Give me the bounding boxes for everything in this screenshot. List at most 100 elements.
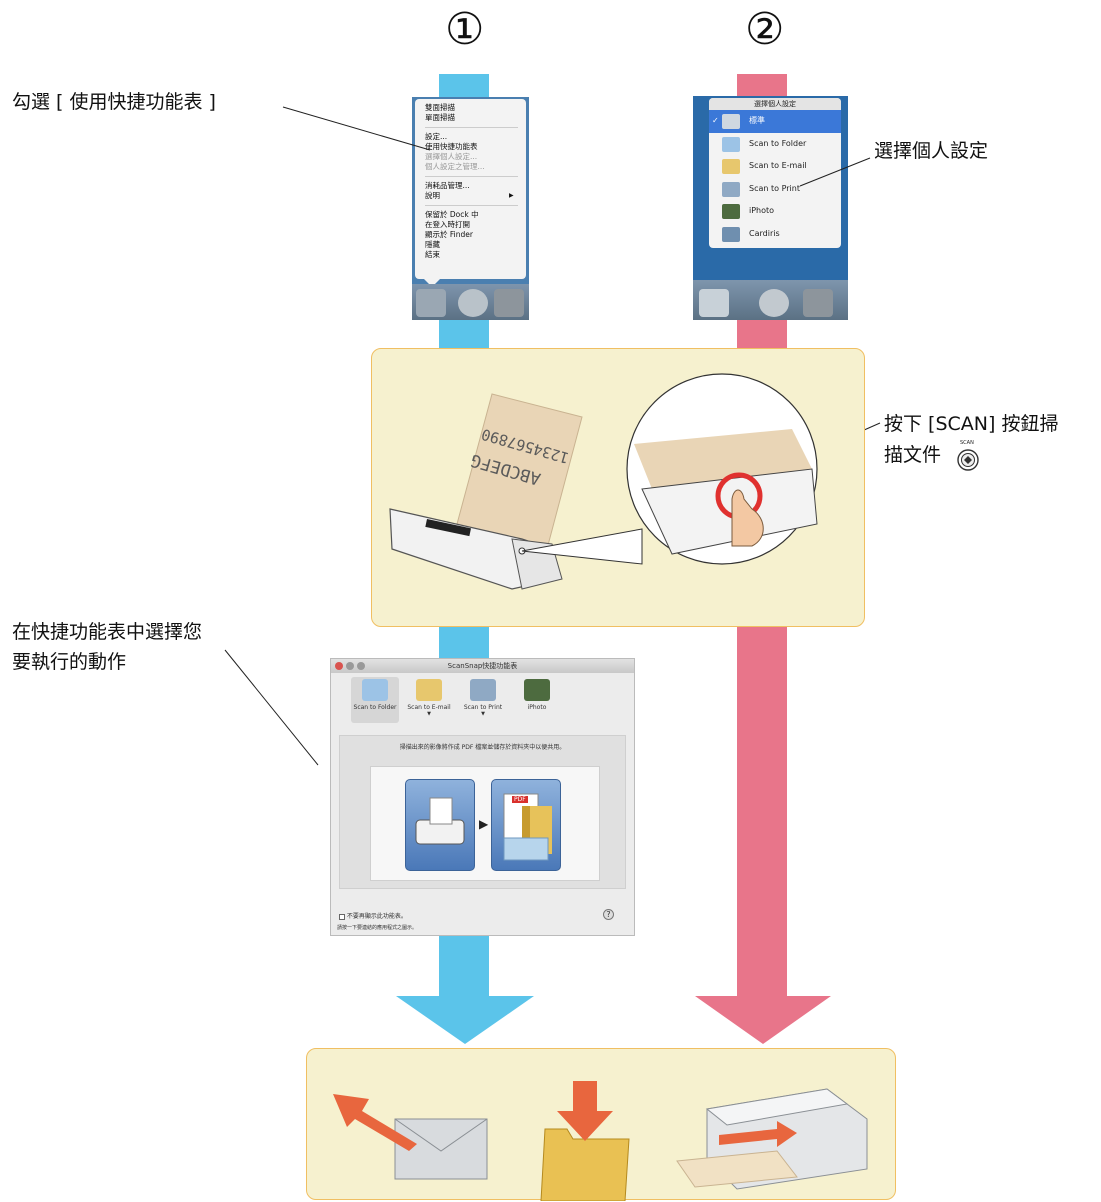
blue-flow-bar-bottom <box>439 936 489 1000</box>
scansnap-dock-icon[interactable] <box>416 289 446 317</box>
window-title: ScanSnap快捷功能表 <box>447 662 518 670</box>
profile-item-standard[interactable]: ✓ 標準 <box>709 110 841 133</box>
help-button[interactable]: ? <box>603 909 614 920</box>
app-iphoto[interactable]: iPhoto <box>513 677 561 723</box>
submenu-arrow-icon: ▶ <box>509 192 514 199</box>
dock-bar <box>412 284 529 320</box>
menu-item-keep-in-dock[interactable]: 保留於 Dock 中 <box>425 210 479 219</box>
menu-separator <box>425 172 518 177</box>
press-scan-label-line1: 按下 [SCAN] 按鈕掃 <box>884 413 1059 435</box>
context-menu: 雙面掃描 單面掃描 設定... ✓ 使用快捷功能表 選擇個人設定... 個人設定… <box>415 99 526 279</box>
dont-show-checkbox-row[interactable]: 不要再顯示此功能表。 <box>339 911 407 920</box>
trash-dock-icon[interactable] <box>803 289 833 317</box>
close-button[interactable] <box>335 662 343 670</box>
profile-item-label: 標準 <box>749 116 765 125</box>
mail-dock-icon[interactable] <box>458 289 488 317</box>
scansnap-dock-icon[interactable] <box>699 289 729 317</box>
menu-item-settings[interactable]: 設定... <box>425 132 448 141</box>
blue-flow-bar-mid <box>439 626 489 658</box>
blue-down-arrow-icon <box>396 996 534 1044</box>
preview-area: ▶ PDF <box>370 766 600 881</box>
email-output-icon <box>333 1094 488 1180</box>
check-quick-menu-label: 勾選 [ 使用快捷功能表 ] <box>12 91 216 113</box>
standard-profile-icon <box>722 114 740 129</box>
app-label: iPhoto <box>527 704 547 711</box>
zoom-button[interactable] <box>357 662 365 670</box>
app-label: Scan to Folder <box>353 704 397 711</box>
profile-item-label: Scan to Folder <box>749 138 807 148</box>
scan-button-icon <box>957 449 979 471</box>
menu-item-duplex-scan[interactable]: 雙面掃描 <box>425 103 455 112</box>
description-text: 掃描出來的影像將作成 PDF 檔案並儲存於資料夾中以便共用。 <box>399 744 566 751</box>
email-icon <box>416 679 442 701</box>
profile-menu-title: 選擇個人設定 <box>709 98 841 110</box>
scanner-tile <box>405 779 475 871</box>
menu-item-manage-profiles[interactable]: 個人設定之管理... <box>425 162 485 171</box>
select-action-label-line2: 要執行的動作 <box>12 651 127 673</box>
pink-down-arrow-icon <box>695 996 831 1044</box>
select-profile-label: 選擇個人設定 <box>874 140 989 162</box>
profile-item-cardiris[interactable]: Cardiris <box>709 223 841 246</box>
menu-item-show-in-finder[interactable]: 顯示於 Finder <box>425 230 473 239</box>
checkmark-icon: ✓ <box>712 116 719 125</box>
dont-show-label: 不要再顯示此功能表。 <box>346 913 407 920</box>
minimize-button[interactable] <box>346 662 354 670</box>
mail-dock-icon[interactable] <box>759 289 789 317</box>
pdf-badge: PDF <box>512 796 528 803</box>
email-icon <box>722 159 740 174</box>
profile-item-label: Scan to E-mail <box>749 161 807 170</box>
profile-item-scan-to-email[interactable]: Scan to E-mail <box>709 155 841 178</box>
menu-separator <box>425 123 518 128</box>
menu-pointer <box>424 279 440 287</box>
app-label: Scan to E-mail <box>407 704 451 711</box>
menu-item-simplex-scan[interactable]: 單面掃描 <box>425 113 455 122</box>
folder-icon <box>362 679 388 701</box>
iphoto-icon <box>722 204 740 219</box>
menu-item-use-quick-menu[interactable]: ✓ 使用快捷功能表 <box>425 142 526 152</box>
dropdown-arrow-icon[interactable]: ▼ <box>481 711 485 717</box>
scan-button-icon-label: SCAN <box>960 440 974 446</box>
app-scan-to-folder[interactable]: Scan to Folder <box>351 677 399 723</box>
printer-icon <box>470 679 496 701</box>
folder-icon <box>722 136 740 152</box>
scanner-illustration-box: 1234567890 ABCDEFG <box>371 348 865 627</box>
menu-item-hide[interactable]: 隱藏 <box>425 240 440 249</box>
profile-item-label: iPhoto <box>749 206 775 215</box>
scansnap-quick-menu-window: ScanSnap快捷功能表 Scan to Folder Scan to E-m… <box>330 658 635 936</box>
profile-item-iphoto[interactable]: iPhoto <box>709 200 841 223</box>
menu-item-help-label: 說明 <box>425 191 440 200</box>
pdf-folder-icon <box>503 793 552 861</box>
printer-output-icon <box>676 1088 868 1190</box>
menu-item-use-quick-menu-label: 使用快捷功能表 <box>425 142 478 151</box>
description-panel: 掃描出來的影像將作成 PDF 檔案並儲存於資料夾中以便共用。 ▶ PDF <box>339 735 626 889</box>
profile-item-label: Cardiris <box>749 228 780 238</box>
app-scan-to-email[interactable]: Scan to E-mail ▼ <box>405 677 453 723</box>
app-scan-to-print[interactable]: Scan to Print ▼ <box>459 677 507 723</box>
menu-item-help[interactable]: 說明 ▶ <box>425 191 526 201</box>
menu-item-select-profile[interactable]: 選擇個人設定... <box>425 152 478 161</box>
menu-item-quit[interactable]: 結束 <box>425 250 440 259</box>
step-1-number: ① <box>445 4 485 55</box>
click-hint-text: 請按一下要連結的應用程式之圖示。 <box>337 925 418 931</box>
press-scan-label-line2: 描文件 <box>884 444 942 466</box>
iphoto-icon <box>524 679 550 701</box>
pink-flow-bar-bottom <box>737 626 787 1000</box>
output-illustration <box>333 1081 868 1201</box>
pdf-folder-tile: PDF <box>491 779 561 871</box>
next-arrow-icon: ▶ <box>479 817 489 831</box>
menu-separator <box>425 201 518 206</box>
profile-item-scan-to-print[interactable]: Scan to Print <box>709 178 841 201</box>
trash-dock-icon[interactable] <box>494 289 524 317</box>
dropdown-arrow-icon[interactable]: ▼ <box>427 711 431 717</box>
profile-item-scan-to-folder[interactable]: Scan to Folder <box>709 133 841 156</box>
step-2-number: ② <box>745 4 785 55</box>
profile-menu-screenshot: 選擇個人設定 ✓ 標準 Scan to Folder Scan to E-mai… <box>693 96 848 320</box>
menu-item-consumables[interactable]: 消耗品管理... <box>425 181 470 190</box>
dock-bar <box>693 280 848 320</box>
dont-show-checkbox[interactable] <box>339 913 345 920</box>
scanner-icon <box>415 797 465 845</box>
menu-item-open-at-login[interactable]: 在登入時打開 <box>425 220 470 229</box>
folder-output-icon <box>540 1081 630 1201</box>
profile-item-label: Scan to Print <box>749 183 800 193</box>
app-label: Scan to Print <box>463 704 503 711</box>
